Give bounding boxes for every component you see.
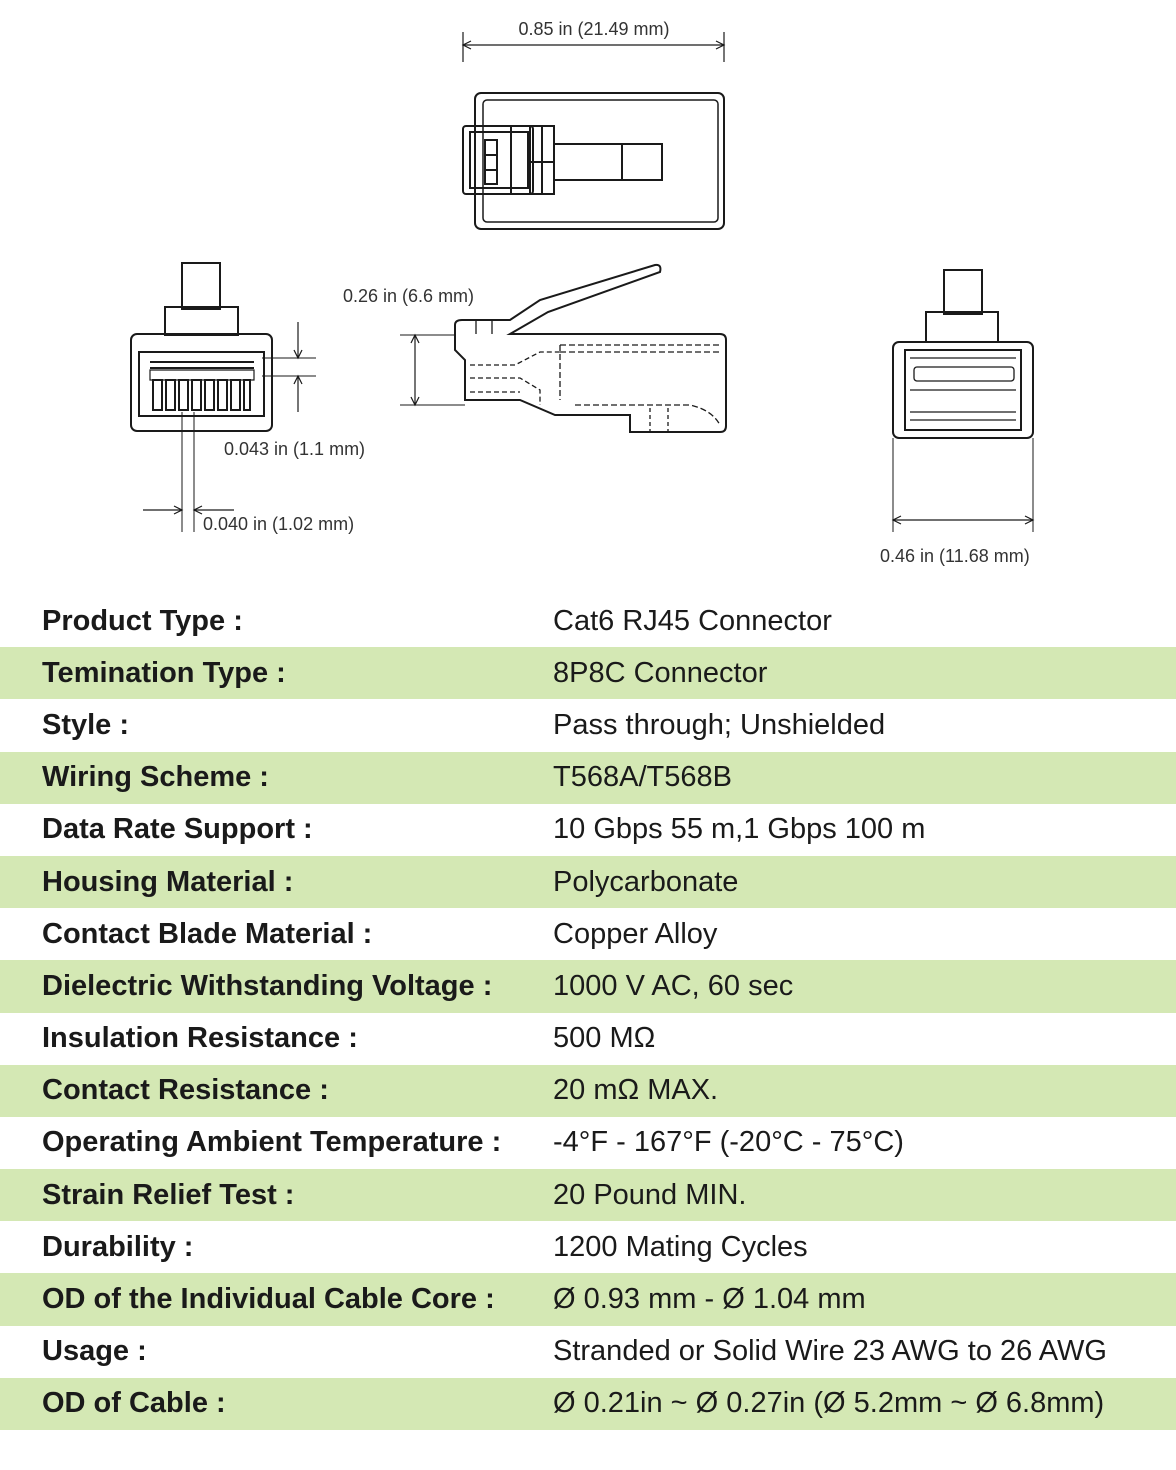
connector-dimension-drawing: 0.85 in (21.49 mm) 0.26 in (6.6 mm) 0.04…: [130, 19, 1035, 566]
spec-row-contact-blade-material: Contact Blade Material : Copper Alloy: [0, 908, 1176, 960]
spec-row-insulation-resistance: Insulation Resistance : 500 MΩ: [0, 1013, 1176, 1065]
spec-label: Contact Blade Material :: [42, 917, 373, 950]
top-view-drawing: [462, 92, 725, 230]
spec-label: Temination Type :: [42, 656, 286, 689]
spec-row-data-rate: Data Rate Support : 10 Gbps 55 m,1 Gbps …: [0, 804, 1176, 856]
spec-value: 1200 Mating Cycles: [553, 1230, 808, 1263]
spec-row-dielectric-voltage: Dielectric Withstanding Voltage : 1000 V…: [0, 960, 1176, 1013]
spec-value: Ø 0.93 mm - Ø 1.04 mm: [553, 1283, 866, 1316]
spec-label: Operating Ambient Temperature :: [42, 1126, 502, 1159]
length-dimension-line: [461, 32, 726, 62]
spec-value: 8P8C Connector: [553, 656, 768, 689]
spec-label: Data Rate Support :: [42, 813, 313, 846]
spec-label: OD of the Individual Cable Core :: [42, 1283, 495, 1316]
spec-row-wiring-scheme: Wiring Scheme : T568A/T568B: [0, 751, 1176, 804]
spec-value: T568A/T568B: [553, 761, 732, 794]
spec-row-housing-material: Housing Material : Polycarbonate: [0, 855, 1176, 909]
spec-label: Contact Resistance :: [42, 1074, 329, 1107]
spec-label: Style :: [42, 708, 130, 741]
spec-value: 20 mΩ MAX.: [553, 1074, 719, 1107]
spec-label: Insulation Resistance :: [42, 1022, 358, 1055]
height-dimension-label: 0.26 in (6.6 mm): [343, 286, 474, 306]
spec-row-core-od: OD of the Individual Cable Core : Ø 0.93…: [0, 1273, 1176, 1326]
rear-view-drawing: [891, 269, 1035, 532]
spec-label: OD of Cable :: [42, 1387, 226, 1420]
spec-row-cable-od: OD of Cable : Ø 0.21in ~ Ø 0.27in (Ø 5.2…: [0, 1377, 1176, 1430]
spec-value: Copper Alloy: [553, 917, 718, 950]
contact-pitch-dimension-label: 0.043 in (1.1 mm): [224, 439, 365, 459]
spec-value: -4°F - 167°F (-20°C - 75°C): [553, 1126, 904, 1159]
spec-table: Product Type : Cat6 RJ45 Connector Temin…: [0, 595, 1176, 1430]
spec-value: Cat6 RJ45 Connector: [553, 604, 832, 637]
spec-row-contact-resistance: Contact Resistance : 20 mΩ MAX.: [0, 1064, 1176, 1117]
spec-value: 1000 V AC, 60 sec: [553, 969, 794, 1002]
spec-label: Usage :: [42, 1335, 147, 1368]
spec-label: Strain Relief Test :: [42, 1178, 295, 1211]
spec-value: Stranded or Solid Wire 23 AWG to 26 AWG: [553, 1335, 1107, 1368]
front-view-drawing: [130, 262, 316, 532]
side-view-drawing: [400, 263, 727, 433]
spec-label: Housing Material :: [42, 865, 294, 898]
spec-row-usage: Usage : Stranded or Solid Wire 23 AWG to…: [0, 1326, 1176, 1378]
spec-label: Durability :: [42, 1230, 194, 1263]
spec-row-style: Style : Pass through; Unshielded: [0, 699, 1176, 751]
spec-value: 20 Pound MIN.: [553, 1178, 747, 1211]
spec-row-strain-relief: Strain Relief Test : 20 Pound MIN.: [0, 1169, 1176, 1222]
spec-label: Wiring Scheme :: [42, 761, 269, 794]
spec-row-product-type: Product Type : Cat6 RJ45 Connector: [0, 595, 1176, 647]
length-dimension-label: 0.85 in (21.49 mm): [518, 19, 669, 39]
spec-row-durability: Durability : 1200 Mating Cycles: [0, 1221, 1176, 1273]
spec-value: 500 MΩ: [553, 1022, 656, 1055]
spec-row-termination-type: Temination Type : 8P8C Connector: [0, 647, 1176, 700]
spec-value: 10 Gbps 55 m,1 Gbps 100 m: [553, 813, 926, 846]
spec-value: Pass through; Unshielded: [553, 708, 886, 741]
spec-value: Polycarbonate: [553, 865, 739, 898]
spec-label: Product Type :: [42, 604, 243, 637]
contact-width-dimension-label: 0.040 in (1.02 mm): [203, 514, 354, 534]
spec-row-operating-temperature: Operating Ambient Temperature : -4°F - 1…: [0, 1117, 1176, 1169]
spec-value: Ø 0.21in ~ Ø 0.27in (Ø 5.2mm ~ Ø 6.8mm): [553, 1387, 1105, 1420]
width-dimension-label: 0.46 in (11.68 mm): [880, 546, 1030, 566]
spec-label: Dielectric Withstanding Voltage :: [42, 969, 493, 1002]
